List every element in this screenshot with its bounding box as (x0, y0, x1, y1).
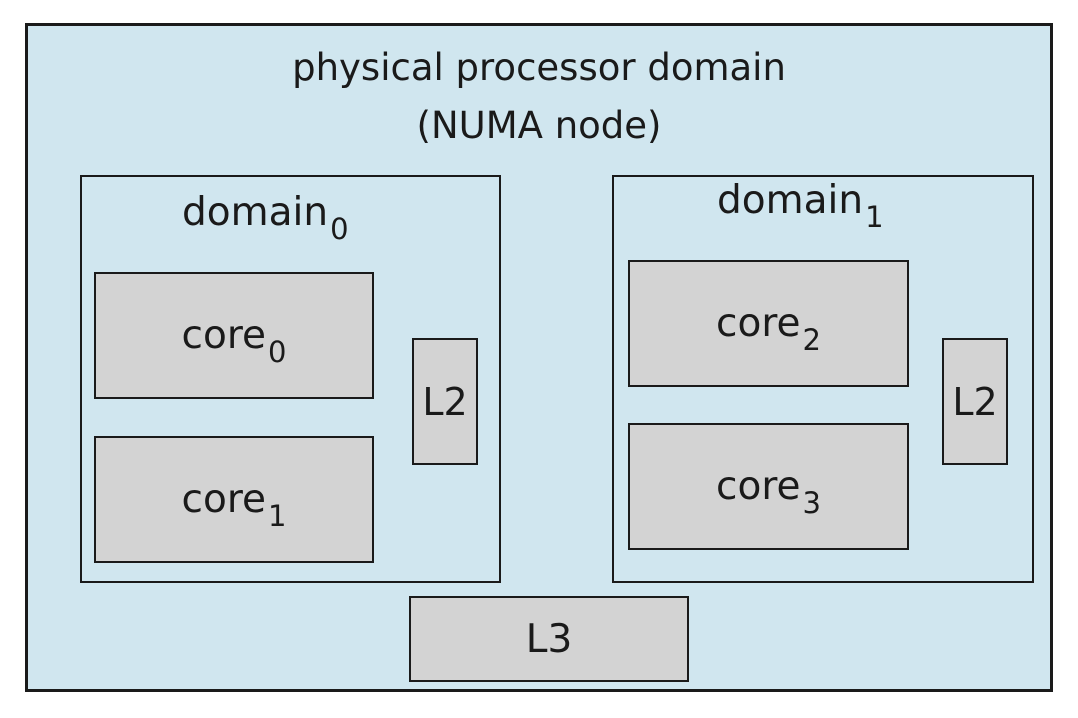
core-2-label-text: core (716, 301, 801, 346)
core-1-subscript: 1 (268, 499, 287, 533)
domain-1-label-text: domain (717, 178, 864, 223)
core-2-label: core2 (716, 301, 821, 357)
core-0-box: core0 (94, 272, 374, 399)
core-0-label: core0 (181, 313, 287, 369)
core-1-label-text: core (181, 477, 267, 522)
domain-0-subscript: 0 (330, 212, 349, 246)
core-1-label: core1 (181, 477, 287, 533)
core-2-subscript: 2 (802, 323, 821, 357)
core-2-box: core2 (628, 260, 909, 387)
l3-cache: L3 (409, 596, 689, 682)
core-3-subscript: 3 (802, 486, 821, 520)
core-3-box: core3 (628, 423, 909, 550)
domain-1-label: domain1 (717, 178, 884, 234)
core-1-box: core1 (94, 436, 374, 563)
core-0-subscript: 0 (268, 335, 287, 369)
domain-1-l2-cache: L2 (942, 338, 1008, 465)
core-3-label: core3 (716, 464, 821, 520)
domain-0-label-text: domain (182, 190, 329, 235)
domain-0-label: domain0 (182, 190, 349, 246)
domain-0-l2-cache: L2 (412, 338, 478, 465)
diagram-title-line1: physical processor domain (292, 46, 786, 89)
core-3-label-text: core (716, 464, 801, 509)
core-0-label-text: core (181, 313, 267, 358)
diagram-title-line2: (NUMA node) (416, 104, 662, 147)
domain-1-subscript: 1 (865, 200, 884, 234)
